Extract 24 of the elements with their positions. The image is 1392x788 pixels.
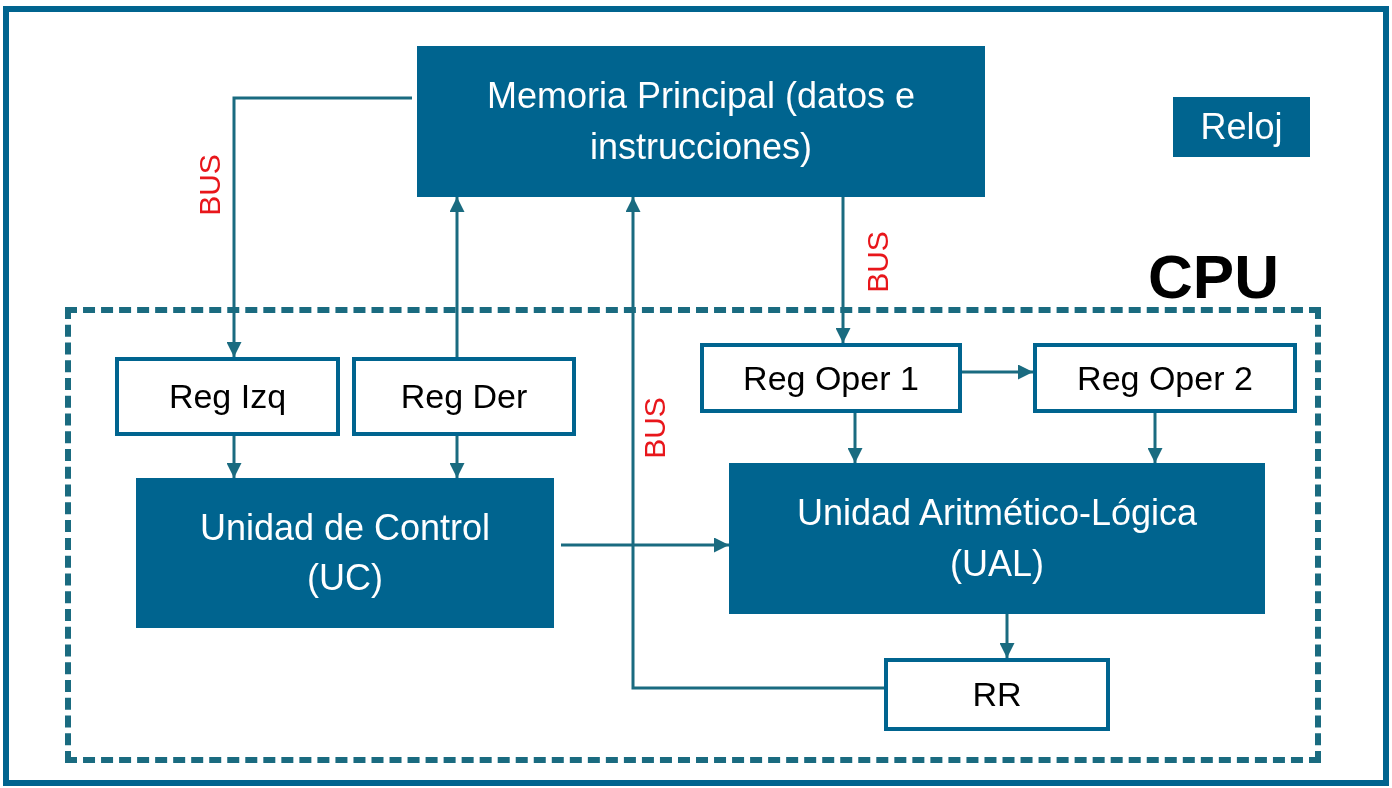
arrow	[449, 197, 465, 357]
register-box: Reg Oper 1	[700, 343, 962, 413]
arrow	[226, 436, 242, 478]
cpu-heading: CPU	[1148, 241, 1279, 312]
arrow	[226, 96, 412, 357]
arrow	[962, 364, 1033, 380]
control-unit-box: Unidad de Control (UC)	[136, 478, 554, 628]
register-box: Reg Oper 2	[1033, 343, 1297, 413]
register-box: Reg Der	[352, 357, 576, 436]
memory-box: Memoria Principal (datos e instrucciones)	[417, 46, 985, 197]
edge-label: BUS	[862, 231, 893, 293]
edge-label: BUS	[194, 154, 225, 216]
edge-label: BUS	[639, 397, 670, 459]
clock-box: Reloj	[1173, 97, 1310, 157]
register-box: Reg Izq	[115, 357, 340, 436]
arrow	[625, 197, 884, 690]
arrow	[1147, 413, 1163, 463]
arrow	[561, 537, 729, 553]
arrow	[835, 197, 851, 343]
arrow	[999, 614, 1015, 658]
alu-box: Unidad Aritmético-Lógica (UAL)	[729, 463, 1265, 614]
arrow	[847, 413, 863, 463]
register-box: RR	[884, 658, 1110, 731]
arrow	[449, 436, 465, 478]
